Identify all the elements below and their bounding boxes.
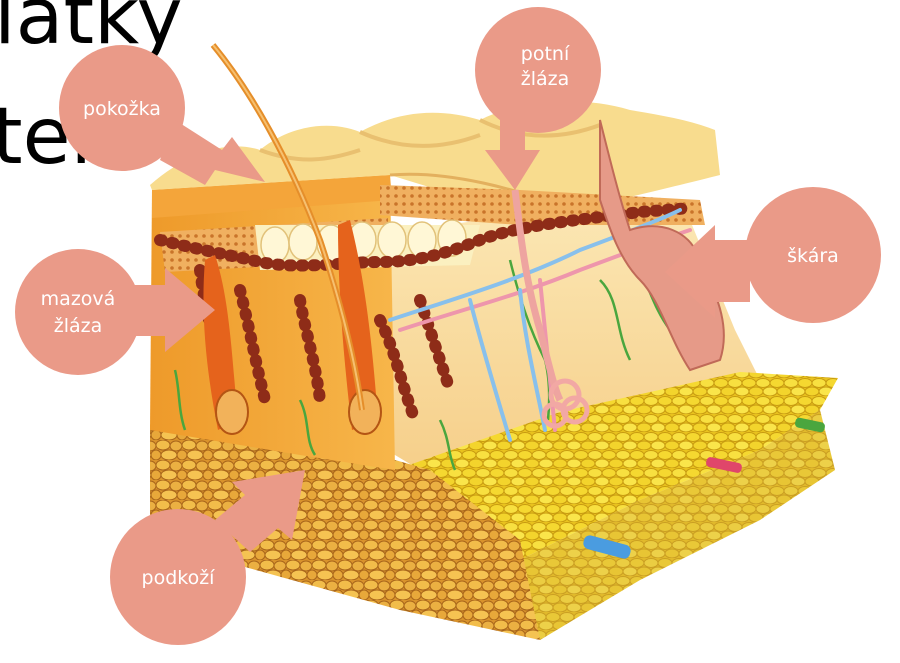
label-mazova-line2: žláza: [54, 315, 103, 337]
label-pokozka: pokožka: [83, 98, 161, 120]
label-podkozi: podkoží: [142, 567, 216, 589]
label-potni-line2: žláza: [521, 68, 570, 90]
label-skara: škára: [787, 245, 839, 267]
label-potni-line1: potní: [521, 43, 570, 65]
callout-pokozka: pokožka: [59, 45, 265, 185]
label-mazova-line1: mazová: [41, 288, 116, 310]
